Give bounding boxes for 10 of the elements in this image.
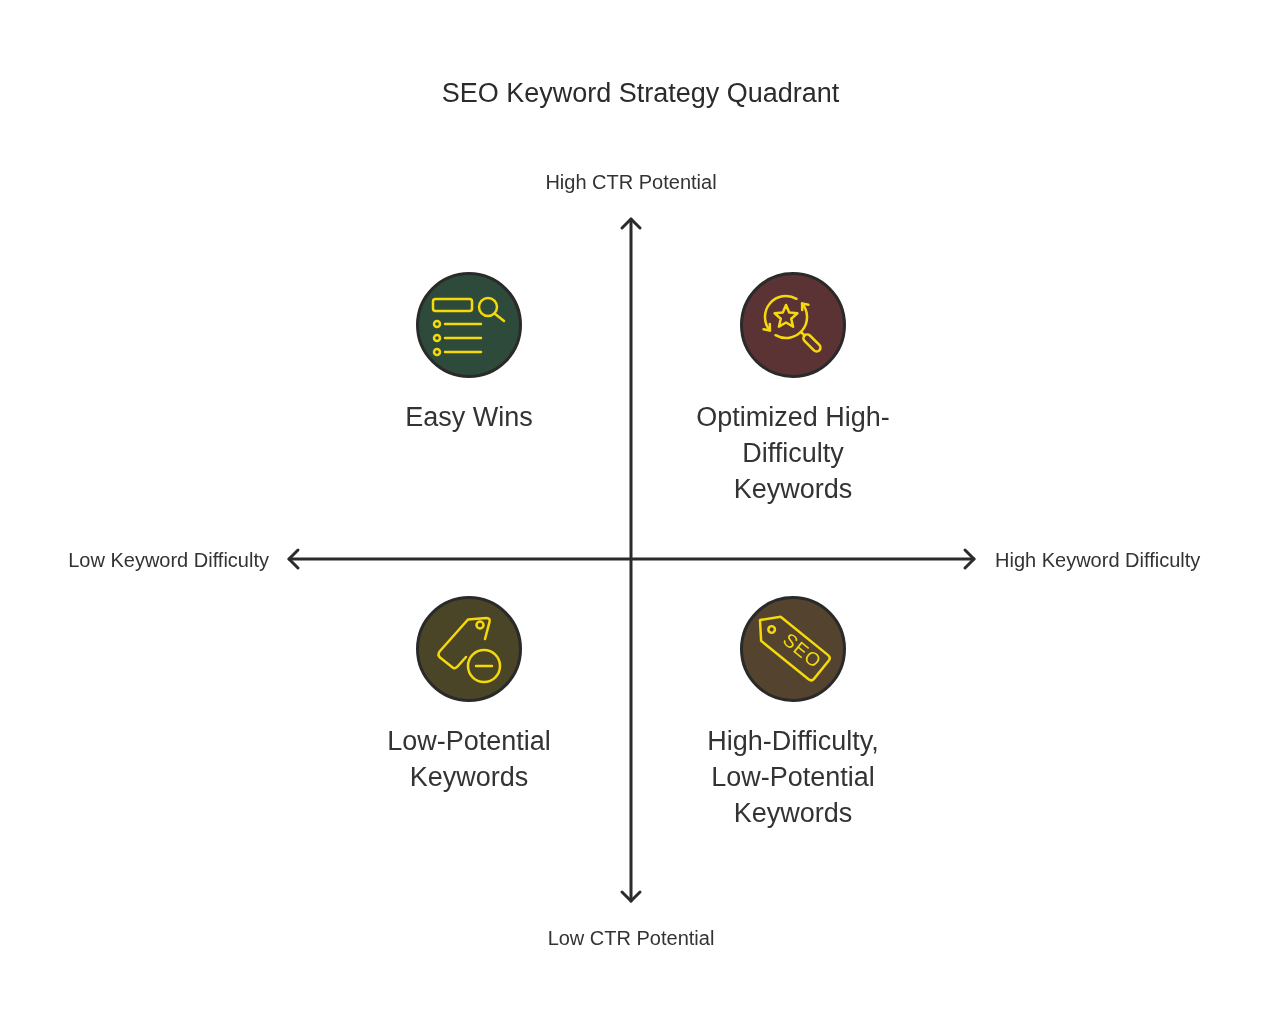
axis-label: High Keyword Difficulty [995, 548, 1201, 573]
quadrant-label: Easy Wins [405, 401, 533, 434]
quadrant-label: Optimized High-Difficulty Keywords [695, 401, 891, 506]
axis-label: High CTR Potential [545, 170, 717, 195]
quadrant-label: High-Difficulty, Low-Potential Keywords [706, 725, 880, 830]
quadrant-label: Low-Potential Keywords [386, 725, 552, 794]
axis-label: Low Keyword Difficulty [68, 548, 269, 573]
diagram-title: SEO Keyword Strategy Quadrant [441, 77, 840, 110]
axis-label: Low CTR Potential [547, 926, 715, 951]
tag-text: SEO [778, 629, 826, 673]
